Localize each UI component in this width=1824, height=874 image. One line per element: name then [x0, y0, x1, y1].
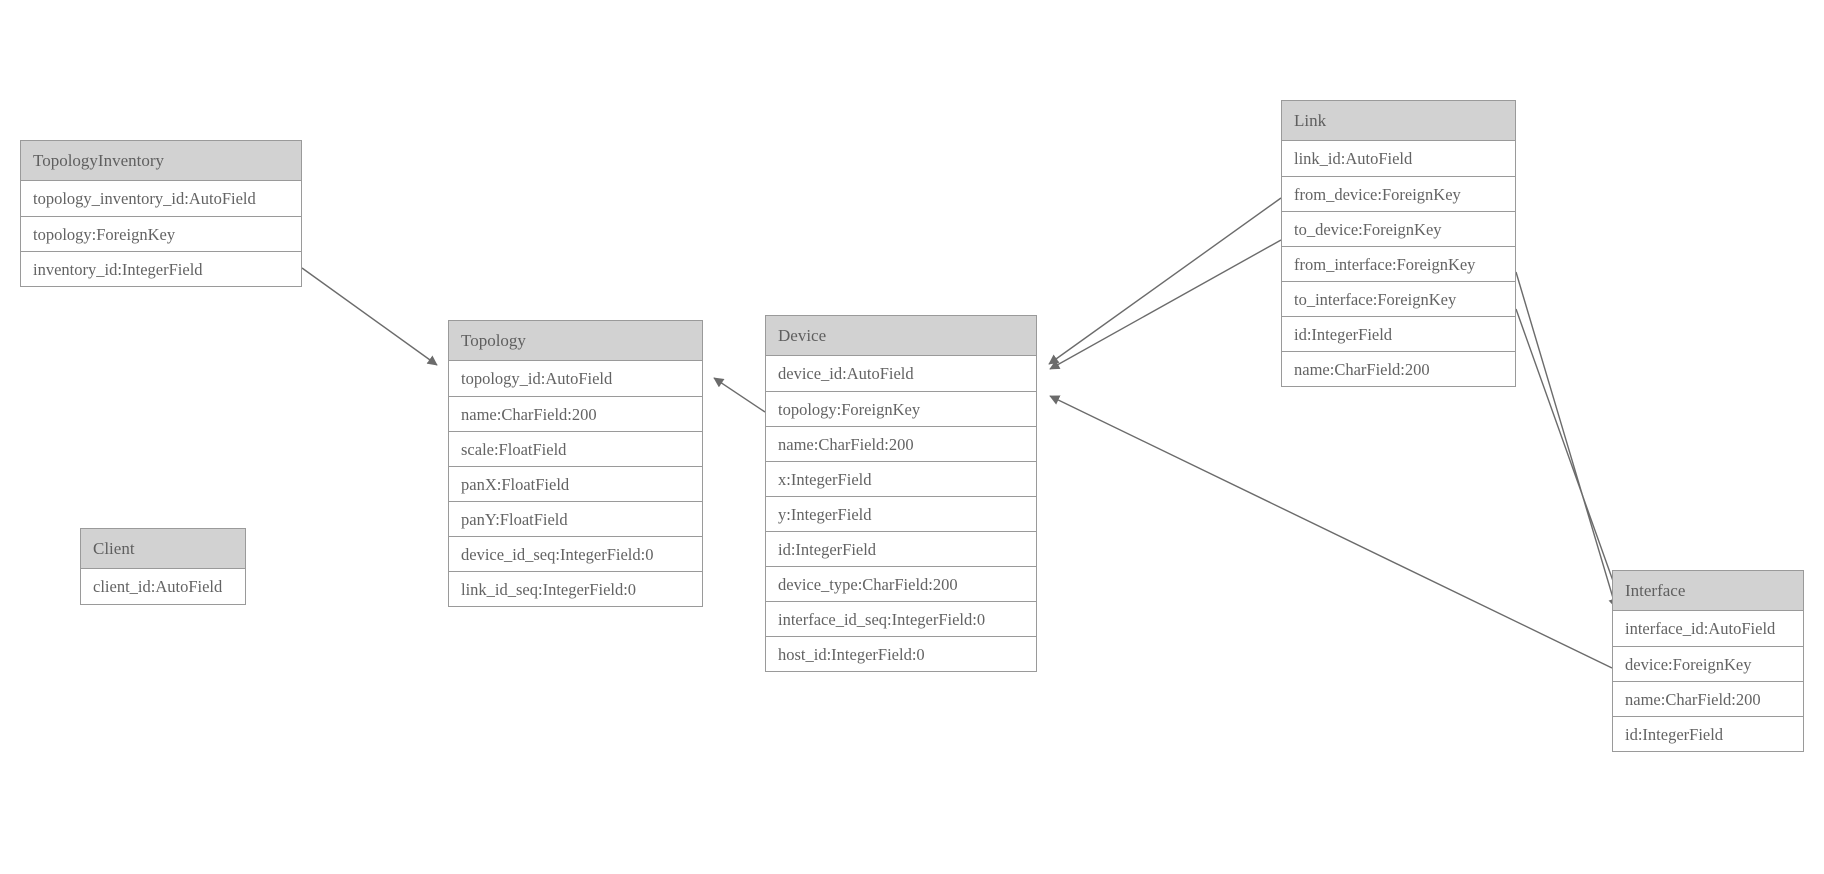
field-row: to_device:ForeignKey — [1282, 211, 1515, 246]
entity-title-topology: Topology — [449, 321, 702, 361]
field-row: y:IntegerField — [766, 496, 1036, 531]
field-row: name:CharField:200 — [1613, 681, 1803, 716]
field-row: topology:ForeignKey — [766, 391, 1036, 426]
edge-link-to-interface — [1515, 308, 1625, 610]
field-row: topology_id:AutoField — [449, 361, 702, 396]
field-row: link_id_seq:IntegerField:0 — [449, 571, 702, 606]
field-row: host_id:IntegerField:0 — [766, 636, 1036, 671]
field-row: topology_inventory_id:AutoField — [21, 181, 301, 216]
edge-device-topology — [713, 377, 766, 413]
field-row: panY:FloatField — [449, 501, 702, 536]
field-row: interface_id:AutoField — [1613, 611, 1803, 646]
field-row: id:IntegerField — [766, 531, 1036, 566]
entity-fields-client: client_id:AutoField — [81, 569, 245, 604]
entity-title-client: Client — [81, 529, 245, 569]
field-row: to_interface:ForeignKey — [1282, 281, 1515, 316]
field-row: x:IntegerField — [766, 461, 1036, 496]
field-row: link_id:AutoField — [1282, 141, 1515, 176]
edge-interface-device — [1049, 395, 1613, 669]
field-row: interface_id_seq:IntegerField:0 — [766, 601, 1036, 636]
field-row: name:CharField:200 — [766, 426, 1036, 461]
field-row: from_interface:ForeignKey — [1282, 246, 1515, 281]
field-row: from_device:ForeignKey — [1282, 176, 1515, 211]
field-row: scale:FloatField — [449, 431, 702, 466]
entity-title-device: Device — [766, 316, 1036, 356]
field-row: device_id:AutoField — [766, 356, 1036, 391]
edge-topologyinventory-topology — [301, 267, 438, 366]
entity-title-link: Link — [1282, 101, 1515, 141]
entity-title-topology-inventory: TopologyInventory — [21, 141, 301, 181]
field-row: device_id_seq:IntegerField:0 — [449, 536, 702, 571]
field-row: panX:FloatField — [449, 466, 702, 501]
field-row: id:IntegerField — [1282, 316, 1515, 351]
entity-title-interface: Interface — [1613, 571, 1803, 611]
edge-link-to-device — [1049, 239, 1282, 370]
edge-link-from-interface — [1515, 271, 1619, 609]
field-row: device:ForeignKey — [1613, 646, 1803, 681]
edge-link-from-device — [1048, 197, 1282, 365]
field-row: device_type:CharField:200 — [766, 566, 1036, 601]
field-row: inventory_id:IntegerField — [21, 251, 301, 286]
field-row: client_id:AutoField — [81, 569, 245, 604]
field-row: topology:ForeignKey — [21, 216, 301, 251]
field-row: name:CharField:200 — [1282, 351, 1515, 386]
field-row: id:IntegerField — [1613, 716, 1803, 751]
field-row: name:CharField:200 — [449, 396, 702, 431]
